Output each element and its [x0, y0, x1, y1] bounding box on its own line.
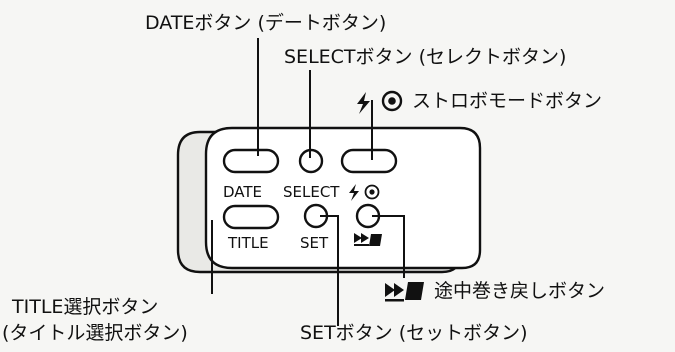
title-button-label-line1: TITLE選択ボタン [12, 296, 159, 318]
rewind-button-label: 途中巻き戻しボタン [434, 280, 606, 302]
leader-set [320, 215, 339, 326]
leader-rewind [372, 215, 405, 278]
panel-title-label: TITLE [228, 234, 269, 252]
panel-rewind-icon [354, 233, 382, 246]
set-button-label: SETボタン (セットボタン) [300, 322, 528, 344]
panel-flash-icon [349, 184, 359, 201]
panel-red-eye-icon [364, 184, 380, 200]
title-button[interactable] [222, 204, 280, 230]
red-eye-icon [381, 90, 403, 112]
select-button-label: SELECTボタン (セレクトボタン) [284, 46, 567, 68]
panel-date-label: DATE [223, 183, 263, 201]
date-button-label: DATEボタン (デートボタン) [145, 12, 387, 34]
title-button-label-line2: (タイトル選択ボタン) [2, 322, 188, 344]
strobe-mode-button[interactable] [340, 148, 398, 174]
rewind-icon [385, 282, 424, 302]
panel-select-label: SELECT [283, 183, 340, 201]
panel-set-label: SET [300, 234, 329, 252]
date-button[interactable] [222, 148, 280, 174]
flash-icon [357, 92, 370, 114]
strobe-mode-button-label: ストロボモードボタン [412, 90, 603, 112]
